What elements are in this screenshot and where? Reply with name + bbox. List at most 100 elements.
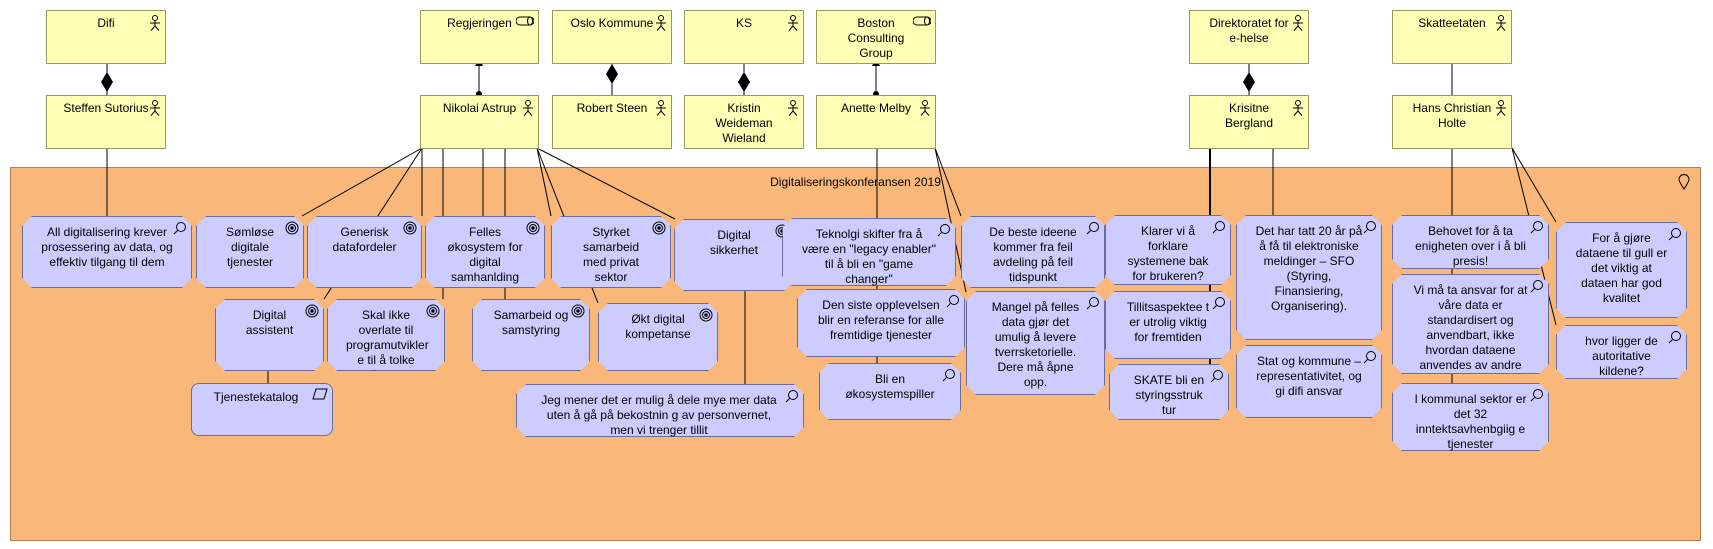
assessment-bli-en-okosystemspiller[interactable]: Bli en økosystemspiller (819, 363, 961, 420)
node-label: Det har tatt 20 år på å få til elektroni… (1255, 224, 1363, 313)
group-title: Digitaliseringskonferansen 2019 (770, 175, 941, 189)
actor-hans-christian-holte[interactable]: Hans Christian Holte (1392, 95, 1512, 149)
node-label: Klarer vi å forklare systemene bak for b… (1127, 224, 1209, 283)
node-label: Skal ikke overlate til programutvikler e… (346, 308, 429, 367)
goal-icon (699, 308, 713, 326)
actor-label: Oslo Kommune (570, 16, 654, 30)
goal-felles-okosystem[interactable]: Felles økosystem for digital samhanlding (425, 216, 545, 288)
node-label: Tillitsaspektee t er utrolig viktig for … (1126, 300, 1210, 344)
assessment-icon (937, 223, 951, 241)
node-label: SKATE bli en styringsstruk tur (1133, 373, 1205, 417)
node-label: Teknolgi skifter fra å være en "legacy e… (802, 227, 936, 286)
node-label: Vi må ta ansvar for at våre data er stan… (1413, 283, 1528, 372)
actor-label: Difi (97, 16, 115, 30)
assessment-icon (1363, 220, 1377, 238)
assessment-teknologi-skifter[interactable]: Teknolgi skifter fra å være en "legacy e… (782, 218, 956, 286)
actor-icon (787, 100, 799, 120)
goal-skal-ikke-overlate[interactable]: Skal ikke overlate til programutvikler e… (327, 299, 445, 371)
goal-digital-sikkerhet[interactable]: Digital sikkerhet (674, 219, 794, 291)
actor-icon (149, 15, 161, 35)
actor-icon (1495, 100, 1507, 120)
location-pin-icon (1678, 174, 1690, 195)
actor-label: Hans Christian Holte (1412, 101, 1492, 130)
actor-steffen-sutorius[interactable]: Steffen Sutorius (46, 95, 166, 149)
goal-icon (403, 221, 417, 239)
goal-samarbeid-og-samstyring[interactable]: Samarbeid og samstyring (472, 299, 590, 371)
assessment-vi-ma-ta-ansvar[interactable]: Vi må ta ansvar for at våre data er stan… (1392, 274, 1549, 374)
goal-icon (571, 304, 585, 322)
assessment-for-a-gjore-dataene-til-gull[interactable]: For å gjøre dataene til gull er det vikt… (1556, 222, 1687, 318)
assessment-hvor-ligger-de-autoritative-kildene[interactable]: hvor ligger de autoritative kildene? (1556, 325, 1687, 379)
actor-icon (149, 100, 161, 120)
node-label: Sømløse digitale tjenester (226, 225, 274, 269)
assessment-icon (1212, 220, 1226, 238)
node-label: Digital sikkerhet (709, 228, 759, 257)
actor-icon (655, 15, 667, 35)
actor-icon (919, 100, 931, 120)
actor-oslo-kommune[interactable]: Oslo Kommune (552, 10, 672, 64)
assessment-icon (1210, 369, 1224, 387)
actor-icon (787, 15, 799, 35)
actor-ks[interactable]: KS (684, 10, 804, 64)
goal-okt-digital-kompetanse[interactable]: Økt digital kompetanse (598, 303, 718, 371)
actor-label: KS (735, 16, 752, 30)
node-label: Digital assistent (245, 308, 294, 337)
goal-icon (305, 304, 319, 322)
node-label: Samarbeid og samstyring (493, 308, 569, 337)
actor-direktoratet-for-e-helse[interactable]: Direktoratet for e-helse (1189, 10, 1309, 64)
assessment-mangel-pa-felles-data[interactable]: Mangel på felles data gjør det umulig å … (966, 291, 1105, 395)
actor-icon (655, 100, 667, 120)
data-object-icon (312, 388, 328, 404)
assessment-icon (1668, 227, 1682, 245)
actor-label: Krisitne Bergland (1224, 101, 1274, 130)
assessment-icon (1530, 279, 1544, 297)
goal-styrket-samarbeid[interactable]: Styrket samarbeid med privat sektor (551, 216, 671, 288)
goal-somlose-digitale-tjenester[interactable]: Sømløse digitale tjenester (196, 216, 304, 288)
assessment-icon (1668, 330, 1682, 348)
actor-label: Steffen Sutorius (63, 101, 149, 115)
assessment-skate-styringsstruktur[interactable]: SKATE bli en styringsstruk tur (1109, 364, 1229, 420)
node-label: Jeg mener det er mulig å dele mye mer da… (541, 393, 777, 437)
assessment-icon (1530, 220, 1544, 238)
actor-nikolai-astrup[interactable]: Nikolai Astrup (420, 95, 539, 149)
assessment-det-har-tatt-20-ar[interactable]: Det har tatt 20 år på å få til elektroni… (1236, 215, 1382, 340)
assessment-icon (1212, 296, 1226, 314)
actor-label: Boston Consulting Group (847, 16, 905, 60)
assessment-icon (173, 221, 187, 239)
assessment-behovet-for-a-ta-enigheten[interactable]: Behovet for å ta enigheten over i å bli … (1392, 215, 1549, 269)
assessment-icon (942, 368, 956, 386)
node-label: De beste ideene kommer fra feil avdeling… (989, 225, 1077, 284)
node-label: Tjenestekatalog (213, 390, 299, 404)
actor-krisitne-bergland[interactable]: Krisitne Bergland (1189, 95, 1309, 149)
node-label: Økt digital kompetanse (625, 312, 691, 341)
assessment-all-digitalisering[interactable]: All digitalisering krever prosessering a… (22, 216, 192, 288)
goal-generisk-datafordeler[interactable]: Generisk datafordeler (307, 216, 422, 288)
goal-digital-assistent[interactable]: Digital assistent (215, 299, 324, 371)
goal-icon (285, 221, 299, 239)
node-label: For å gjøre dataene til gull er det vikt… (1575, 231, 1668, 305)
goal-icon (426, 304, 440, 322)
node-label: Styrket samarbeid med privat sektor (582, 225, 640, 284)
assessment-de-beste-ideene[interactable]: De beste ideene kommer fra feil avdeling… (961, 216, 1105, 288)
actor-icon (1495, 15, 1507, 35)
assessment-klarer-vi-a-forklare[interactable]: Klarer vi å forklare systemene bak for b… (1105, 215, 1231, 285)
assessment-tillitsaspektet[interactable]: Tillitsaspektee t er utrolig viktig for … (1105, 291, 1231, 359)
node-label: hvor ligger de autoritative kildene? (1585, 334, 1658, 378)
role-regjeringen[interactable]: Regjeringen (420, 10, 539, 64)
actor-anette-melby[interactable]: Anette Melby (816, 95, 936, 149)
assessment-stat-og-kommune[interactable]: Stat og kommune – representativitet, og … (1236, 345, 1382, 418)
assessment-jeg-mener[interactable]: Jeg mener det er mulig å dele mye mer da… (516, 384, 804, 437)
actor-label: Nikolai Astrup (442, 101, 517, 115)
assessment-i-kommunal-sektor[interactable]: I kommunal sektor er det 32 inntektsavhe… (1392, 383, 1549, 451)
actor-label: Regjeringen (447, 16, 512, 30)
actor-label: Skatteetaten (1418, 16, 1486, 30)
actor-robert-steen[interactable]: Robert Steen (552, 95, 672, 149)
actor-kristin-weideman-wieland[interactable]: Kristin Weideman Wieland (684, 95, 804, 149)
role-boston-consulting-group[interactable]: Boston Consulting Group (816, 10, 936, 64)
role-icon (912, 15, 932, 30)
actor-skatteetaten[interactable]: Skatteetaten (1392, 10, 1512, 64)
actor-label: Direktoratet for e-helse (1209, 16, 1289, 45)
actor-difi[interactable]: Difi (46, 10, 166, 64)
assessment-den-siste-opplevelsen[interactable]: Den siste opplevelsen blir en referanse … (797, 289, 965, 357)
data-object-tjenestekatalog[interactable]: Tjenestekatalog (191, 383, 333, 436)
